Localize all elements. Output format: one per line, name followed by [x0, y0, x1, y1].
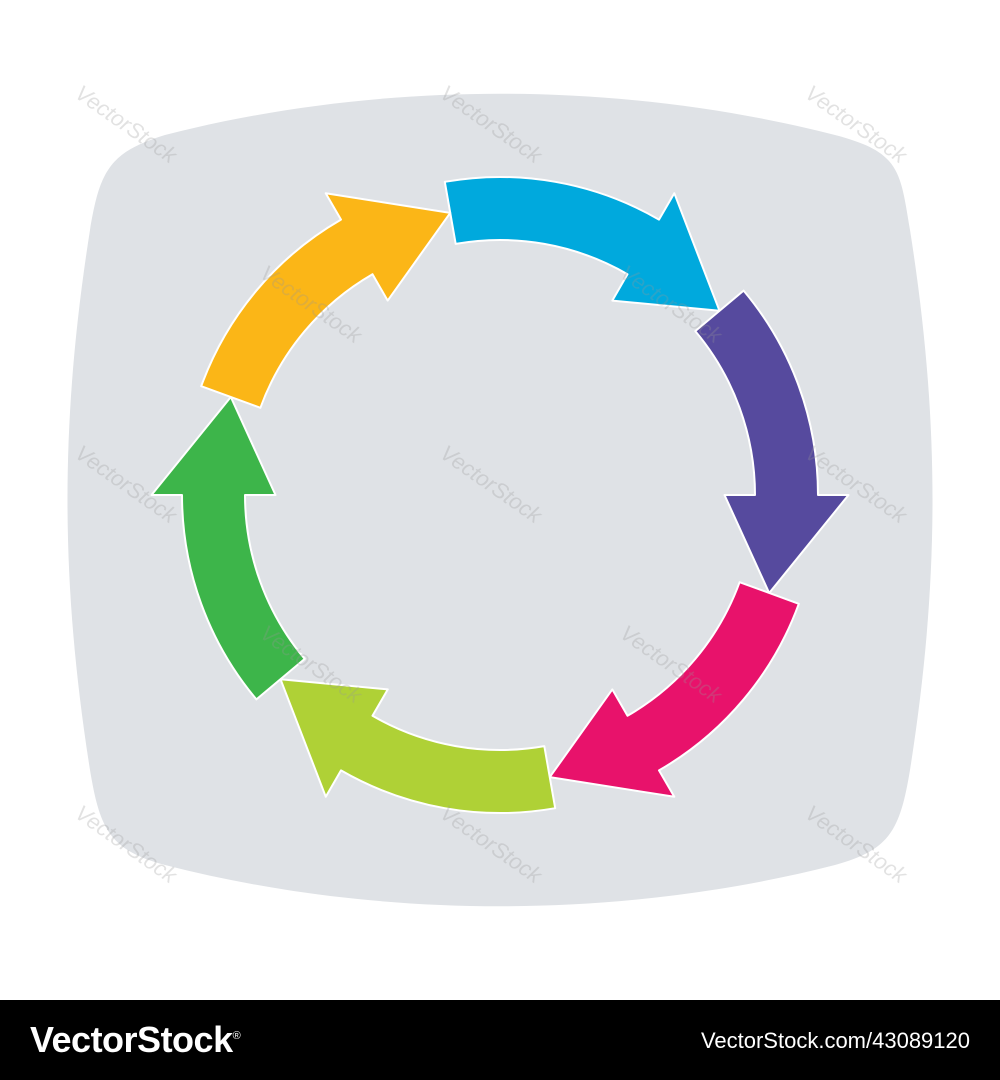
footer-logo-text: VectorStock — [30, 1019, 233, 1060]
footer-image-id: VectorStock.com/43089120 — [700, 1028, 970, 1053]
cycle-arrows — [150, 176, 850, 814]
cycle-diagram — [67, 93, 933, 907]
arrow-segment-orange — [200, 192, 452, 409]
footer-logo-mark: ® — [232, 1030, 241, 1042]
footer-bar: VectorStock® VectorStock.com/43089120 — [0, 1000, 1000, 1080]
footer-logo: VectorStock® — [30, 1019, 241, 1061]
